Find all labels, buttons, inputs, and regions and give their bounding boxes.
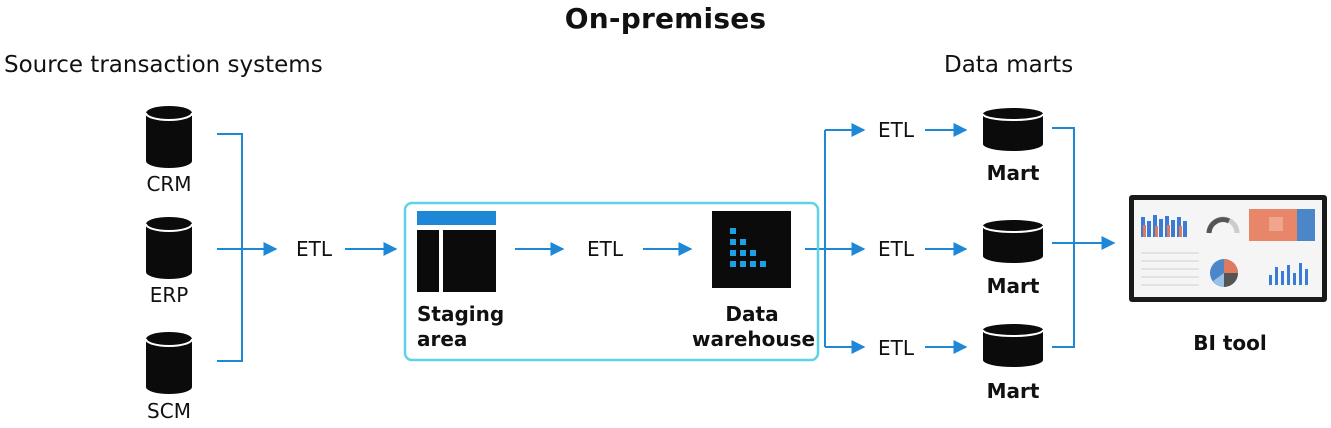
- database-icon-crm: [145, 106, 193, 168]
- source-label-erp: ERP: [149, 283, 189, 307]
- source-label-scm: SCM: [147, 399, 191, 423]
- source-bracket: [217, 133, 243, 362]
- diagram-title: On-premises: [564, 2, 767, 35]
- database-icon-mart-1: [982, 108, 1044, 151]
- staging-label-line2: area: [417, 327, 468, 351]
- etl-label-mart-2: ETL: [878, 237, 914, 261]
- data-warehouse-icon: [712, 211, 791, 288]
- staging-area-icon: [417, 211, 496, 292]
- database-icon-scm: [145, 332, 193, 394]
- warehouse-label-line2: warehouse: [692, 327, 816, 351]
- bi-tool-label: BI tool: [1193, 331, 1267, 355]
- etl-label-mart-3: ETL: [878, 336, 914, 360]
- warehouse-label-line1: Data: [725, 302, 779, 326]
- database-icon-mart-2: [982, 220, 1044, 263]
- source-systems-heading: Source transaction systems: [4, 52, 323, 78]
- mart-label-3: Mart: [986, 379, 1040, 403]
- database-icon-erp: [145, 217, 193, 279]
- warehouse-fanout: [805, 130, 826, 250]
- data-marts-heading: Data marts: [944, 52, 1074, 78]
- etl-label-ingest: ETL: [296, 237, 332, 261]
- etl-label-transform: ETL: [587, 237, 623, 261]
- bi-dashboard-icon: [1129, 195, 1327, 302]
- database-icon-mart-3: [982, 324, 1044, 367]
- staging-label-line1: Staging: [417, 302, 505, 326]
- mart-label-2: Mart: [986, 274, 1040, 298]
- etl-label-mart-1: ETL: [878, 118, 914, 142]
- source-label-crm: CRM: [146, 172, 192, 196]
- onprem-box: [403, 201, 820, 362]
- mart-label-1: Mart: [986, 161, 1040, 185]
- marts-bracket: [1052, 127, 1075, 348]
